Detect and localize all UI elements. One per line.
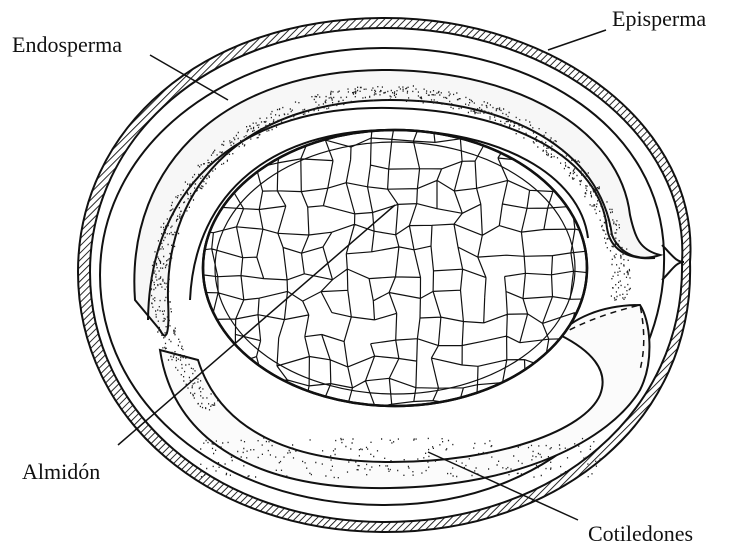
- label-cotiledones: Cotiledones: [588, 523, 693, 545]
- label-episperma: Episperma: [612, 8, 706, 30]
- hilum-notch: [662, 245, 684, 280]
- label-almidon: Almidón: [22, 461, 100, 483]
- label-endosperma: Endosperma: [12, 34, 122, 56]
- leader-episperma: [548, 30, 606, 50]
